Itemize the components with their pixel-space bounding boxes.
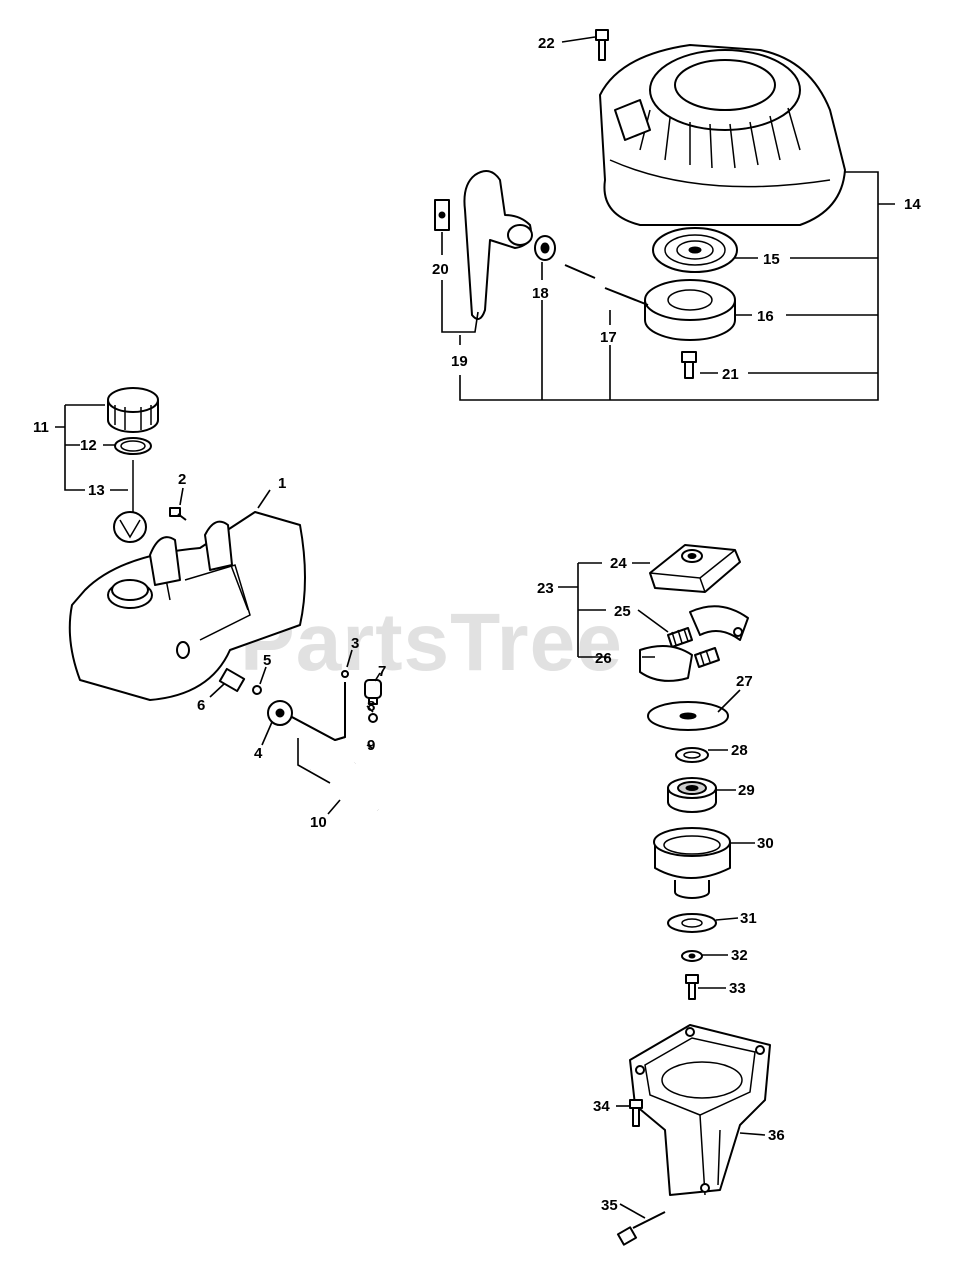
- washer-32[interactable]: [681, 950, 703, 962]
- washer-31[interactable]: [667, 913, 717, 933]
- label-24: 24: [610, 555, 627, 572]
- fuel-cap-11[interactable]: [107, 387, 159, 433]
- label-1: 1: [278, 475, 286, 492]
- strainer-13[interactable]: [113, 460, 147, 543]
- label-27: 27: [736, 673, 753, 690]
- plate-20[interactable]: [434, 199, 450, 231]
- label-13: 13: [88, 482, 105, 499]
- label-8: 8: [367, 698, 375, 715]
- clutch-shoe-26[interactable]: [639, 645, 720, 682]
- clutch-spring-25[interactable]: [667, 627, 693, 648]
- label-25: 25: [614, 603, 631, 620]
- filter-7[interactable]: [364, 679, 382, 705]
- label-2: 2: [178, 471, 186, 488]
- rope-17[interactable]: [604, 287, 649, 306]
- washer-27[interactable]: [647, 701, 729, 731]
- label-36: 36: [768, 1127, 785, 1144]
- bearing-29[interactable]: [667, 777, 717, 813]
- washer-28[interactable]: [675, 747, 709, 763]
- label-18: 18: [532, 285, 549, 302]
- bolt-35[interactable]: [616, 1211, 666, 1246]
- screw-21[interactable]: [681, 351, 697, 379]
- label-21: 21: [722, 366, 739, 383]
- spiral-spring-15[interactable]: [652, 227, 738, 273]
- screw-34[interactable]: [629, 1099, 643, 1127]
- label-22: 22: [538, 35, 555, 52]
- washer-8[interactable]: [368, 713, 378, 723]
- label-7: 7: [378, 663, 386, 680]
- screw-33[interactable]: [685, 974, 699, 1000]
- label-23: 23: [537, 580, 554, 597]
- gear-case-36[interactable]: [629, 1024, 771, 1196]
- label-12: 12: [80, 437, 97, 454]
- starter-pin[interactable]: [564, 264, 596, 279]
- bushing-18[interactable]: [534, 235, 556, 261]
- grommet-6[interactable]: [218, 667, 246, 693]
- fuel-hose-3[interactable]: [291, 670, 349, 741]
- starter-housing[interactable]: [599, 44, 846, 226]
- label-4: 4: [254, 745, 263, 762]
- tube-10[interactable]: [308, 767, 380, 813]
- label-6: 6: [197, 697, 205, 714]
- label-29: 29: [738, 782, 755, 799]
- return-hose-9[interactable]: [353, 732, 374, 765]
- fuel-fitting-4[interactable]: [267, 700, 293, 726]
- label-17: 17: [600, 329, 617, 346]
- label-33: 33: [729, 980, 746, 997]
- label-31: 31: [740, 910, 757, 927]
- screw-2[interactable]: [169, 507, 187, 521]
- label-16: 16: [757, 308, 774, 325]
- label-3: 3: [351, 635, 359, 652]
- label-20: 20: [432, 261, 449, 278]
- label-9: 9: [367, 737, 375, 754]
- label-11: 11: [33, 419, 49, 436]
- label-10: 10: [310, 814, 327, 831]
- label-28: 28: [731, 742, 748, 759]
- watermark: PartsTree: [240, 597, 623, 688]
- clutch-drum-30[interactable]: [653, 827, 731, 899]
- label-14: 14: [904, 196, 921, 213]
- gasket-12[interactable]: [114, 437, 152, 455]
- starter-handle-19[interactable]: [463, 170, 533, 320]
- label-35: 35: [601, 1197, 618, 1214]
- label-19: 19: [451, 353, 468, 370]
- label-34: 34: [593, 1098, 610, 1115]
- label-26: 26: [595, 650, 612, 667]
- screw-22[interactable]: [595, 29, 609, 61]
- label-15: 15: [763, 251, 780, 268]
- clutch-shoe-upper[interactable]: [689, 605, 749, 641]
- label-30: 30: [757, 835, 774, 852]
- reel-16[interactable]: [644, 279, 736, 341]
- label-5: 5: [263, 652, 271, 669]
- fitting-5[interactable]: [252, 685, 262, 695]
- clutch-plate-24[interactable]: [649, 544, 741, 593]
- fuel-tank-1[interactable]: [68, 511, 306, 701]
- label-32: 32: [731, 947, 748, 964]
